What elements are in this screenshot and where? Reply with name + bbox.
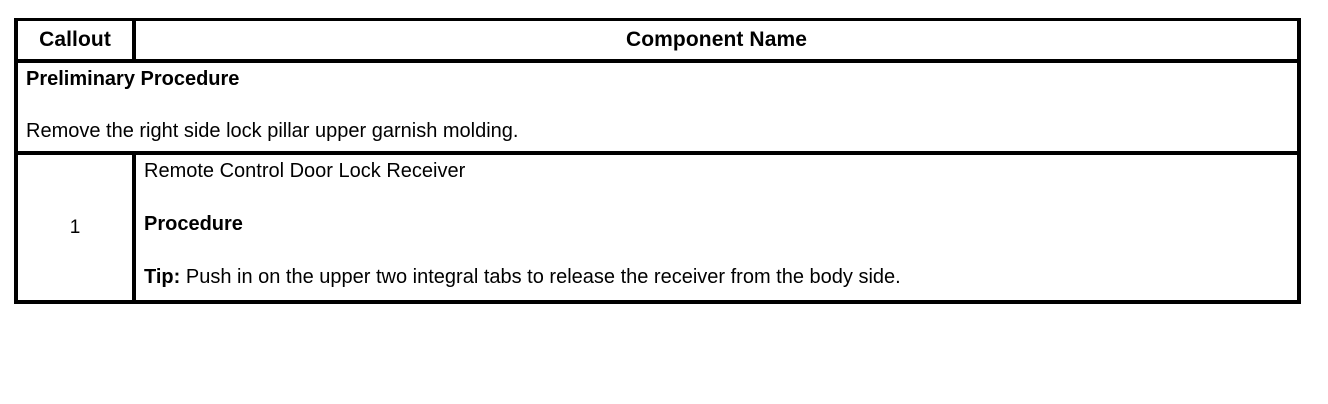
component-detail-cell: Remote Control Door Lock Receiver Proced… [134, 153, 1301, 304]
column-header-component-name: Component Name [134, 18, 1301, 63]
component-table: Callout Component Name Preliminary Proce… [14, 18, 1301, 304]
preliminary-procedure-title: Preliminary Procedure [26, 68, 240, 90]
column-header-callout: Callout [14, 18, 136, 63]
preliminary-procedure-text: Remove the right side lock pillar upper … [26, 120, 519, 142]
tip-text: Push in on the upper two integral tabs t… [180, 266, 901, 288]
detail-spacer-two [144, 235, 1297, 267]
preliminary-procedure-row: Preliminary Procedure Remove the right s… [14, 61, 1301, 155]
table-row: 1 Remote Control Door Lock Receiver Proc… [14, 153, 1301, 304]
preliminary-procedure-block: Preliminary Procedure Remove the right s… [26, 69, 1297, 141]
procedure-heading: Procedure [144, 213, 243, 235]
tip-label: Tip: [144, 266, 181, 288]
preliminary-spacer [26, 91, 1297, 121]
preliminary-procedure-cell: Preliminary Procedure Remove the right s… [14, 61, 1301, 155]
table-header-row: Callout Component Name [14, 18, 1301, 63]
component-name-text: Remote Control Door Lock Receiver [144, 160, 466, 182]
callout-number: 1 [14, 153, 136, 304]
detail-spacer-one [144, 182, 1297, 214]
tip-line: Tip: Push in on the upper two integral t… [144, 267, 1297, 288]
